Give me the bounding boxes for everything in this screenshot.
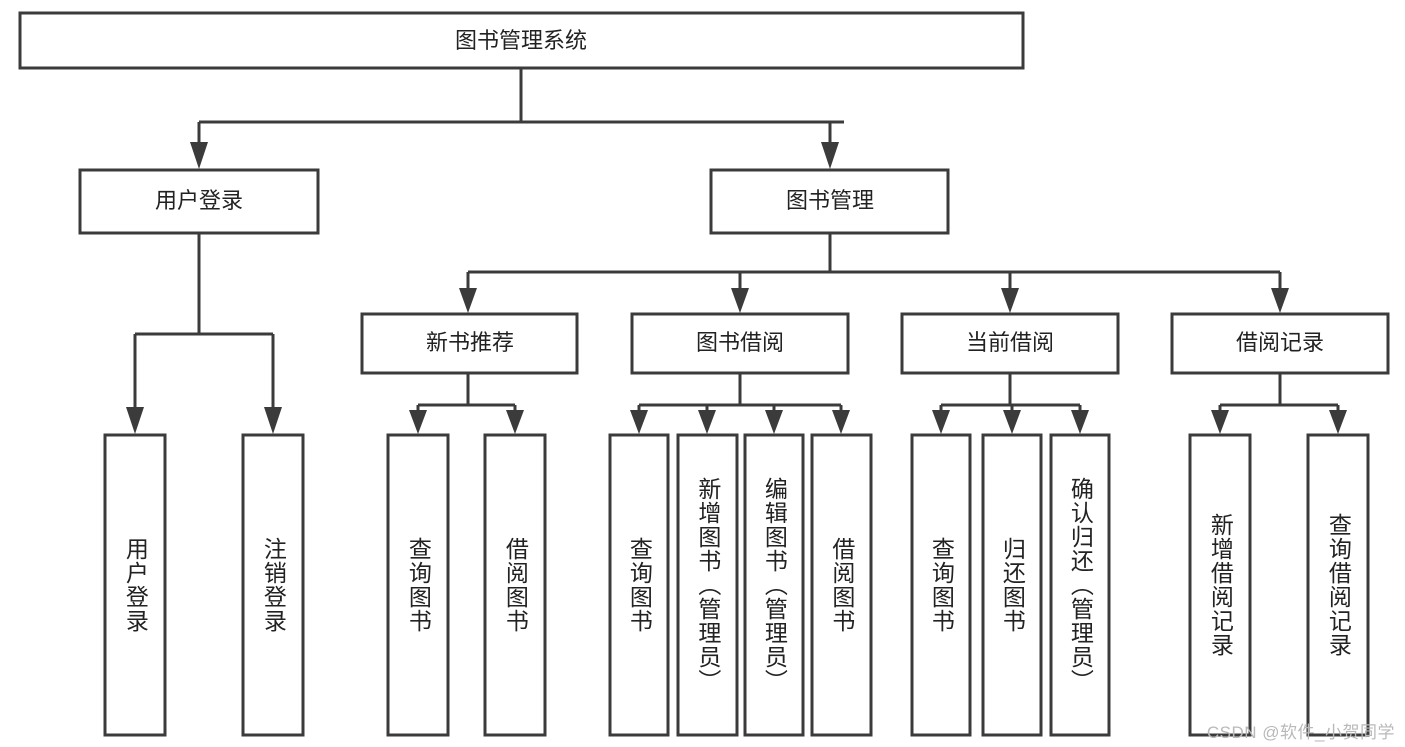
arrow-head-borrow-record: [1271, 288, 1289, 313]
arrow-head-new-book-rec: [459, 288, 477, 313]
csdn-watermark: CSDN @软件_小贺同学: [1206, 723, 1395, 742]
node-borrow-record[interactable]: 借阅记录: [1170, 312, 1390, 375]
arrow-head-leaf-query-book-3: [932, 410, 950, 434]
node-current-borrow-box[interactable]: [900, 312, 1120, 375]
node-borrow-record-label: 借阅记录: [1236, 330, 1324, 355]
arrow-head-book-manage: [821, 142, 839, 169]
leaf-box-query-record[interactable]: [1306, 433, 1370, 737]
arrow-head-leaf-add-record: [1211, 410, 1229, 434]
edges-layer: [126, 68, 1347, 434]
leaf-box-add-record[interactable]: [1188, 433, 1252, 737]
leaf-boxes-layer: [103, 433, 1370, 737]
node-borrow-record-box[interactable]: [1170, 312, 1390, 375]
node-root-label: 图书管理系统: [455, 28, 587, 53]
node-current-borrow-label: 当前借阅: [966, 330, 1054, 355]
leaf-box-borrow-book-1[interactable]: [483, 433, 547, 737]
node-book-manage[interactable]: 图书管理: [709, 168, 950, 235]
arrow-head-leaf-query-book-1: [409, 410, 427, 434]
leaf-box-query-book-3[interactable]: [910, 433, 972, 737]
leaf-box-edit-book[interactable]: [743, 433, 805, 737]
leaf-box-query-book-1[interactable]: [386, 433, 450, 737]
leaf-box-confirm-return[interactable]: [1049, 433, 1111, 737]
arrow-head-leaf-borrow-book-2: [832, 410, 850, 434]
node-new-book-rec-label: 新书推荐: [426, 330, 514, 355]
arrow-head-current-borrow: [1001, 288, 1019, 313]
arrow-head-leaf-borrow-book-1: [506, 410, 524, 434]
node-root[interactable]: 图书管理系统: [18, 11, 1025, 70]
node-current-borrow[interactable]: 当前借阅: [900, 312, 1120, 375]
node-book-manage-box[interactable]: [709, 168, 950, 235]
arrow-head-user-login: [190, 142, 208, 169]
arrow-head-leaf-add-book: [698, 410, 716, 434]
node-root-box[interactable]: [18, 11, 1025, 70]
node-user-login-box[interactable]: [78, 168, 320, 235]
leaf-box-borrow-book-2[interactable]: [810, 433, 873, 737]
arrow-head-leaf-return-book: [1003, 410, 1021, 434]
node-user-login[interactable]: 用户登录: [78, 168, 320, 235]
arrow-head-leaf-user-logout: [264, 407, 282, 434]
leaf-box-return-book[interactable]: [981, 433, 1043, 737]
leaf-box-user-login[interactable]: [103, 433, 167, 737]
leaf-box-add-book[interactable]: [676, 433, 739, 737]
arrow-head-leaf-confirm-return: [1071, 410, 1089, 434]
arrow-head-leaf-query-record: [1329, 410, 1347, 434]
node-book-borrow-box[interactable]: [630, 312, 850, 375]
node-book-manage-label: 图书管理: [786, 188, 874, 213]
node-book-borrow[interactable]: 图书借阅: [630, 312, 850, 375]
node-book-borrow-label: 图书借阅: [696, 330, 784, 355]
node-new-book-rec[interactable]: 新书推荐: [360, 312, 579, 375]
leaf-box-query-book-2[interactable]: [608, 433, 670, 737]
leaf-box-user-logout[interactable]: [241, 433, 305, 737]
node-new-book-rec-box[interactable]: [360, 312, 579, 375]
arrow-head-leaf-query-book-2: [630, 410, 648, 434]
node-user-login-label: 用户登录: [155, 188, 243, 213]
arrow-head-leaf-edit-book: [765, 410, 783, 434]
arrow-head-book-borrow: [731, 288, 749, 313]
arrow-head-leaf-user-login: [126, 407, 144, 434]
